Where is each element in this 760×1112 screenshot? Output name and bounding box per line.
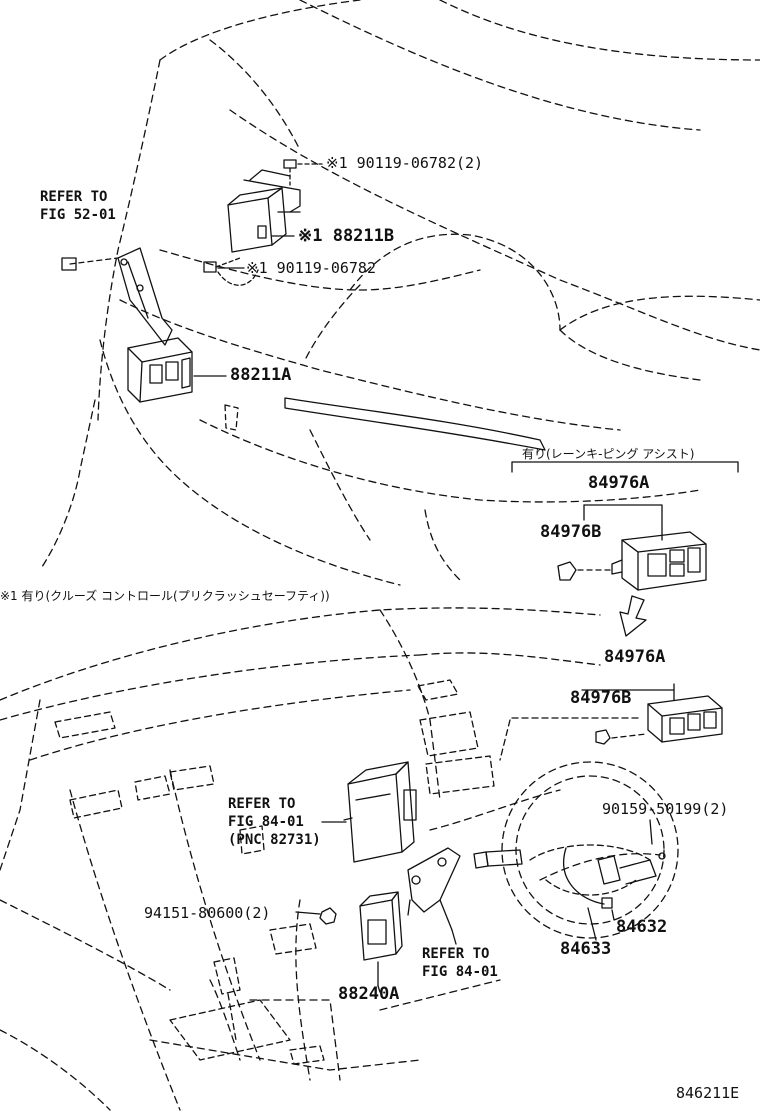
mount-bracket [407,847,461,931]
clip-84976b-upper [557,561,613,581]
label-screw-90159: 90159-50199(2) [602,800,729,818]
label-switch-84976a-lower: 84976A [604,647,666,667]
label-bolt-mid: ※1 90119-06782 [246,259,376,277]
module-88211b [227,169,301,253]
dashboard-outline [0,607,661,1111]
label-clip-84976b-upper: 84976B [540,522,602,542]
label-refer-bot-line2: FIG 84-01 [422,964,498,980]
steering-switch-84632 [597,852,666,885]
label-refer-mid-line2: FIG 84-01 [228,814,304,830]
module-82731 [343,761,417,863]
switch-84976a-lower [581,683,723,743]
label-sensor-88211b: ※1 88211B [298,226,395,246]
label-ecu-88240a: 88240A [338,984,400,1004]
vehicle-front-outline [39,0,760,586]
nut-94151-80600 [319,907,337,925]
switch-84976a-upper [611,531,707,591]
label-bolt-top: ※1 90119-06782(2) [326,154,484,172]
label-diagram-code: 846211E [676,1084,740,1102]
label-harness-84632: 84632 [616,917,668,937]
bolt-90119-06782-a [283,159,323,186]
radar-sensor-88211a [127,337,193,403]
label-refer-top-line2: FIG 52-01 [40,207,116,223]
gear-shifter [169,957,325,1065]
bumper-notch [224,404,239,431]
column-stalk [473,849,523,869]
arrow-down [619,595,647,637]
label-harness-84633: 84633 [560,939,612,959]
label-rls-header: 有り(レーンキ-ピング アシスト) [522,447,695,461]
label-clip-84976b-lower: 84976B [570,688,632,708]
clip-84976b-lower [595,729,647,745]
label-sensor-88211a: 88211A [230,365,292,385]
label-nut-94151: 94151-80600(2) [144,904,271,922]
bolt-90119-06782-b [203,257,259,286]
label-switch-84976a-upper: 84976A [588,473,650,493]
steering-wheel [501,761,679,939]
label-refer-bot-line1: REFER TO [422,946,490,962]
rls-bracket [511,461,739,541]
dash-vents [54,679,495,955]
leader-lines [295,819,653,993]
grille-trim [284,397,546,451]
ecu-88240a [359,891,403,987]
harness-84633 [563,847,613,909]
label-refer-top-line1: REFER TO [40,189,108,205]
radar-bracket [61,247,173,346]
label-footnote: ※1 有り(クルーズ コントロール(プリクラッシュセーフティ)) [0,589,330,603]
switch-location-leader [499,717,641,761]
label-refer-mid-line1: REFER TO [228,796,296,812]
label-refer-mid-line3: (PNC 82731) [228,832,321,848]
